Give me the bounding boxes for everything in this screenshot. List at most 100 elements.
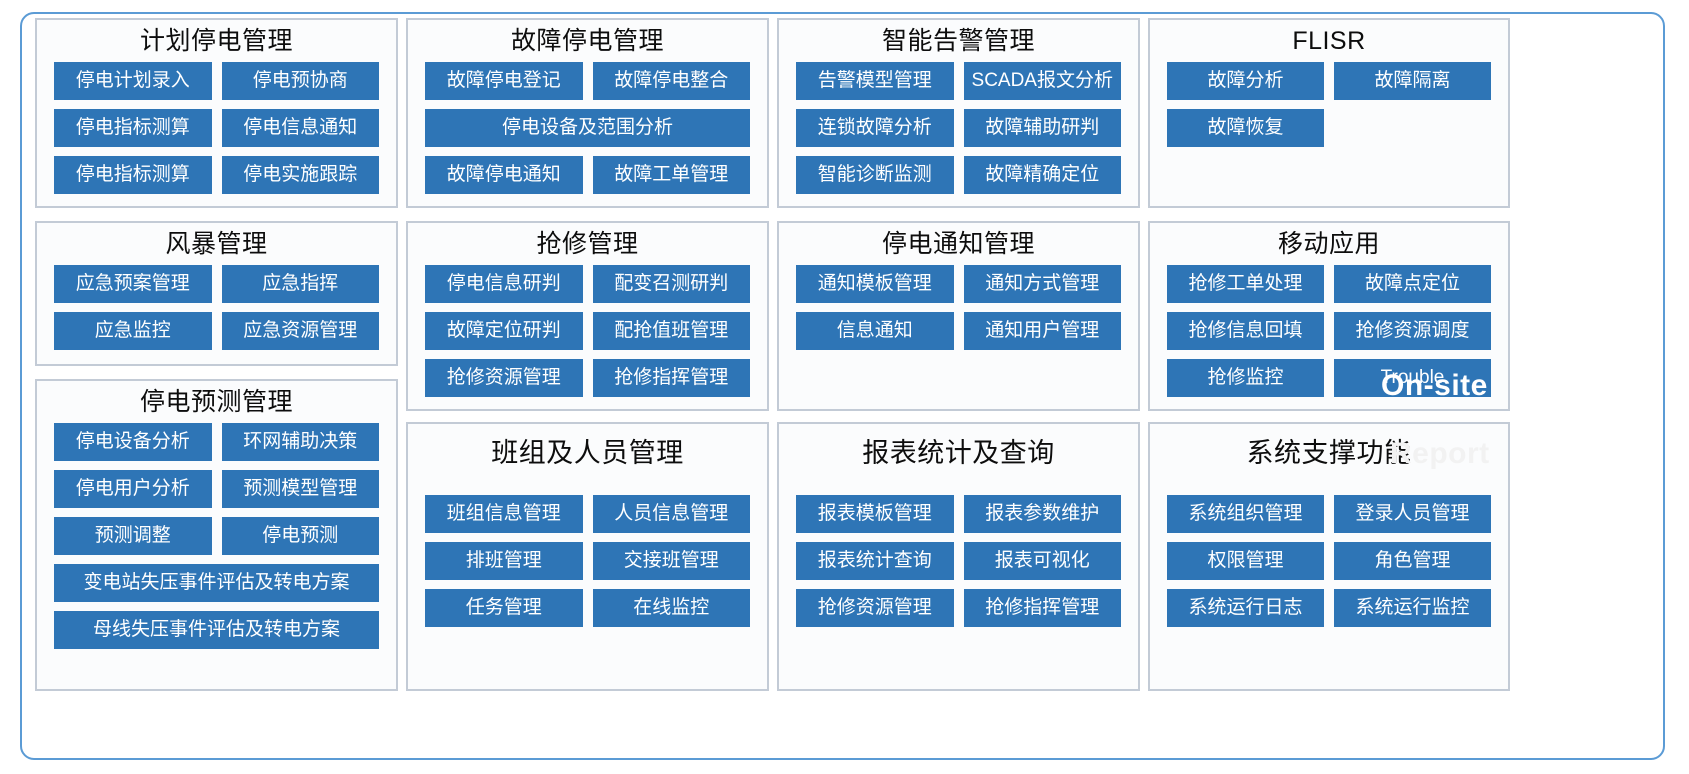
- button-paiban-guanli[interactable]: 排班管理: [425, 542, 583, 581]
- button-qiangxiu-zhihui-guanli-2[interactable]: 抢修指挥管理: [963, 589, 1121, 628]
- button-row: 母线失压事件评估及转电方案: [54, 610, 379, 649]
- panel-buttons: 应急预案管理 应急指挥 应急监控 应急资源管理: [37, 264, 396, 360]
- button-zhineng-zhenduan-jiance[interactable]: 智能诊断监测: [796, 155, 954, 194]
- button-guzhang-fuzhu-yanpan[interactable]: 故障辅助研判: [963, 108, 1121, 147]
- button-qiangxiu-xinxi-huitian[interactable]: 抢修信息回填: [1167, 311, 1324, 350]
- button-xitong-yunxing-rizhi[interactable]: 系统运行日志: [1167, 589, 1324, 628]
- button-yingji-ziyuan-guanli[interactable]: 应急资源管理: [221, 311, 379, 350]
- panel-grid: 计划停电管理 停电计划录入 停电预协商 停电指标测算 停电信息通知 停电指标测算…: [35, 18, 1610, 730]
- panel-report-statistics-and-query[interactable]: 报表统计及查询 报表模板管理 报表参数维护 报表统计查询 报表可视化 抢修资源管…: [777, 422, 1140, 691]
- panel-buttons: 报表模板管理 报表参数维护 报表统计查询 报表可视化 抢修资源管理 抢修指挥管理: [779, 495, 1138, 637]
- button-zaixian-jiankong[interactable]: 在线监控: [592, 589, 750, 628]
- button-qiangxiu-jiankong[interactable]: 抢修监控: [1167, 358, 1324, 397]
- panel-title: 停电通知管理: [881, 230, 1035, 258]
- panel-title: 报表统计及查询: [862, 438, 1055, 468]
- button-baobiao-canshu-weihu[interactable]: 报表参数维护: [963, 495, 1121, 534]
- button-tingdian-xinxi-yanpan[interactable]: 停电信息研判: [425, 264, 583, 303]
- button-scada-baowen-fenxi[interactable]: SCADA报文分析: [963, 61, 1121, 100]
- button-yingji-zhihui[interactable]: 应急指挥: [221, 264, 379, 303]
- panel-mobile-application[interactable]: 移动应用 抢修工单处理 故障点定位 抢修信息回填 抢修资源调度 抢修监控 Tro…: [1148, 221, 1510, 411]
- button-tingdian-yuxieshang[interactable]: 停电预协商: [221, 61, 379, 100]
- button-yingji-jiankong[interactable]: 应急监控: [54, 311, 212, 350]
- button-row: 抢修资源管理 抢修指挥管理: [425, 358, 750, 397]
- button-tingdian-zhibiao-cesuan-1[interactable]: 停电指标测算: [54, 108, 212, 147]
- panel-flisr[interactable]: FLISR 故障分析 故障隔离 故障恢复: [1148, 18, 1510, 208]
- button-row: 抢修工单处理 故障点定位: [1167, 264, 1491, 303]
- button-gaojing-moxing-guanli[interactable]: 告警模型管理: [796, 61, 954, 100]
- button-qiangxiu-ziyuan-diaodu[interactable]: 抢修资源调度: [1334, 311, 1491, 350]
- button-qiangxiu-ziyuan-guanli[interactable]: 抢修资源管理: [425, 358, 583, 397]
- button-renyuan-xinxi-guanli[interactable]: 人员信息管理: [592, 495, 750, 534]
- button-tingdian-xinxi-tongzhi[interactable]: 停电信息通知: [221, 108, 379, 147]
- button-row: 报表统计查询 报表可视化: [796, 542, 1121, 581]
- button-tongzhi-yonghu-guanli[interactable]: 通知用户管理: [963, 311, 1121, 350]
- button-renwu-guanli[interactable]: 任务管理: [425, 589, 583, 628]
- button-tingdian-shishi-genzong[interactable]: 停电实施跟踪: [221, 155, 379, 194]
- button-yuce-moxing-guanli[interactable]: 预测模型管理: [221, 469, 379, 508]
- button-guzhang-geli[interactable]: 故障隔离: [1334, 61, 1491, 100]
- panel-title: 移动应用: [1277, 230, 1380, 258]
- button-row: 排班管理 交接班管理: [425, 542, 750, 581]
- button-juese-guanli[interactable]: 角色管理: [1334, 542, 1491, 581]
- button-row: 故障停电通知 故障工单管理: [425, 155, 750, 194]
- panel-outage-notification-management[interactable]: 停电通知管理 通知模板管理 通知方式管理 信息通知 通知用户管理: [777, 221, 1140, 411]
- button-denglu-renyuan-guanli[interactable]: 登录人员管理: [1334, 495, 1491, 534]
- button-trouble[interactable]: Trouble: [1334, 358, 1491, 397]
- button-quanxian-guanli[interactable]: 权限管理: [1167, 542, 1324, 581]
- panel-buttons: 告警模型管理 SCADA报文分析 连锁故障分析 故障辅助研判 智能诊断监测 故障…: [779, 61, 1138, 204]
- button-tingdian-yuce[interactable]: 停电预测: [221, 516, 379, 555]
- button-row: 班组信息管理 人员信息管理: [425, 495, 750, 534]
- button-xinxi-tongzhi[interactable]: 信息通知: [796, 311, 954, 350]
- button-liansuo-guzhang-fenxi[interactable]: 连锁故障分析: [796, 108, 954, 147]
- button-biandianzhan-shiya-shijian-pinggu[interactable]: 变电站失压事件评估及转电方案: [54, 563, 379, 602]
- button-guzhang-huifu[interactable]: 故障恢复: [1167, 108, 1324, 147]
- button-yingji-yuan-guanli[interactable]: 应急预案管理: [54, 264, 212, 303]
- button-guzhang-tingdian-tongzhi[interactable]: 故障停电通知: [425, 155, 583, 194]
- panel-fault-outage-management[interactable]: 故障停电管理 故障停电登记 故障停电整合 停电设备及范围分析 故障停电通知 故障…: [406, 18, 769, 208]
- panel-planned-outage-management[interactable]: 计划停电管理 停电计划录入 停电预协商 停电指标测算 停电信息通知 停电指标测算…: [35, 18, 398, 208]
- button-qiangxiu-gongdan-chuli[interactable]: 抢修工单处理: [1167, 264, 1324, 303]
- button-row: 故障定位研判 配抢值班管理: [425, 311, 750, 350]
- panel-team-and-personnel-management[interactable]: 班组及人员管理 班组信息管理 人员信息管理 排班管理 交接班管理 任务管理 在线…: [406, 422, 769, 691]
- button-guzhang-fenxi[interactable]: 故障分析: [1167, 61, 1324, 100]
- panel-intelligent-alarm-management[interactable]: 智能告警管理 告警模型管理 SCADA报文分析 连锁故障分析 故障辅助研判 智能…: [777, 18, 1140, 208]
- button-peibian-zhaoce-yanpan[interactable]: 配变召测研判: [592, 264, 750, 303]
- button-row: 停电信息研判 配变召测研判: [425, 264, 750, 303]
- button-row: 故障停电登记 故障停电整合: [425, 61, 750, 100]
- button-baobiao-muban-guanli[interactable]: 报表模板管理: [796, 495, 954, 534]
- button-tingdian-zhibiao-cesuan-2[interactable]: 停电指标测算: [54, 155, 212, 194]
- button-row: 智能诊断监测 故障精确定位: [796, 155, 1121, 194]
- panel-title: 风暴管理: [165, 230, 268, 258]
- button-guzhangdian-dingwei[interactable]: 故障点定位: [1334, 264, 1491, 303]
- button-qiangxiu-ziyuan-guanli-2[interactable]: 抢修资源管理: [796, 589, 954, 628]
- panel-storm-management[interactable]: 风暴管理 应急预案管理 应急指挥 应急监控 应急资源管理: [35, 221, 398, 366]
- button-jiaojieban-guanli[interactable]: 交接班管理: [592, 542, 750, 581]
- panel-outage-forecast-management[interactable]: 停电预测管理 停电设备分析 环网辅助决策 停电用户分析 预测模型管理 预测调整 …: [35, 379, 398, 691]
- button-baobiao-keshihua[interactable]: 报表可视化: [963, 542, 1121, 581]
- button-tingdian-jihua-luru[interactable]: 停电计划录入: [54, 61, 212, 100]
- button-baobiao-tongji-chaxun[interactable]: 报表统计查询: [796, 542, 954, 581]
- button-row: 预测调整 停电预测: [54, 516, 379, 555]
- button-guzhang-jingque-dingwei[interactable]: 故障精确定位: [963, 155, 1121, 194]
- button-tingdian-shebei-fenxi[interactable]: 停电设备分析: [54, 422, 212, 461]
- button-qiangxiu-zhihui-guanli[interactable]: 抢修指挥管理: [592, 358, 750, 397]
- button-guzhang-tingdian-zhenghe[interactable]: 故障停电整合: [592, 61, 750, 100]
- button-banzu-xinxi-guanli[interactable]: 班组信息管理: [425, 495, 583, 534]
- button-row: 系统运行日志 系统运行监控: [1167, 589, 1491, 628]
- button-muxian-shiya-shijian-pinggu[interactable]: 母线失压事件评估及转电方案: [54, 610, 379, 649]
- button-peiqiang-zhiban-guanli[interactable]: 配抢值班管理: [592, 311, 750, 350]
- button-tongzhi-muban-guanli[interactable]: 通知模板管理: [796, 264, 954, 303]
- panel-system-support-functions[interactable]: 系统支撑功能 系统组织管理 登录人员管理 权限管理 角色管理 系统运行日志 系统…: [1148, 422, 1510, 691]
- button-tingdian-yonghu-fenxi[interactable]: 停电用户分析: [54, 469, 212, 508]
- button-tingdian-shebei-jifanwei-fenxi[interactable]: 停电设备及范围分析: [425, 108, 750, 147]
- button-huanwang-fuzhu-juece[interactable]: 环网辅助决策: [221, 422, 379, 461]
- button-guzhang-dingwei-yanpan[interactable]: 故障定位研判: [425, 311, 583, 350]
- button-yuce-tiaozheng[interactable]: 预测调整: [54, 516, 212, 555]
- button-guzhang-gongdan-guanli[interactable]: 故障工单管理: [592, 155, 750, 194]
- button-tongzhi-fangshi-guanli[interactable]: 通知方式管理: [963, 264, 1121, 303]
- button-xitong-yunxing-jiankong[interactable]: 系统运行监控: [1334, 589, 1491, 628]
- button-row: 故障分析 故障隔离: [1167, 61, 1491, 100]
- button-guzhang-tingdian-dengji[interactable]: 故障停电登记: [425, 61, 583, 100]
- button-xitong-zuzhi-guanli[interactable]: 系统组织管理: [1167, 495, 1324, 534]
- panel-emergency-repair-management[interactable]: 抢修管理 停电信息研判 配变召测研判 故障定位研判 配抢值班管理 抢修资源管理 …: [406, 221, 769, 411]
